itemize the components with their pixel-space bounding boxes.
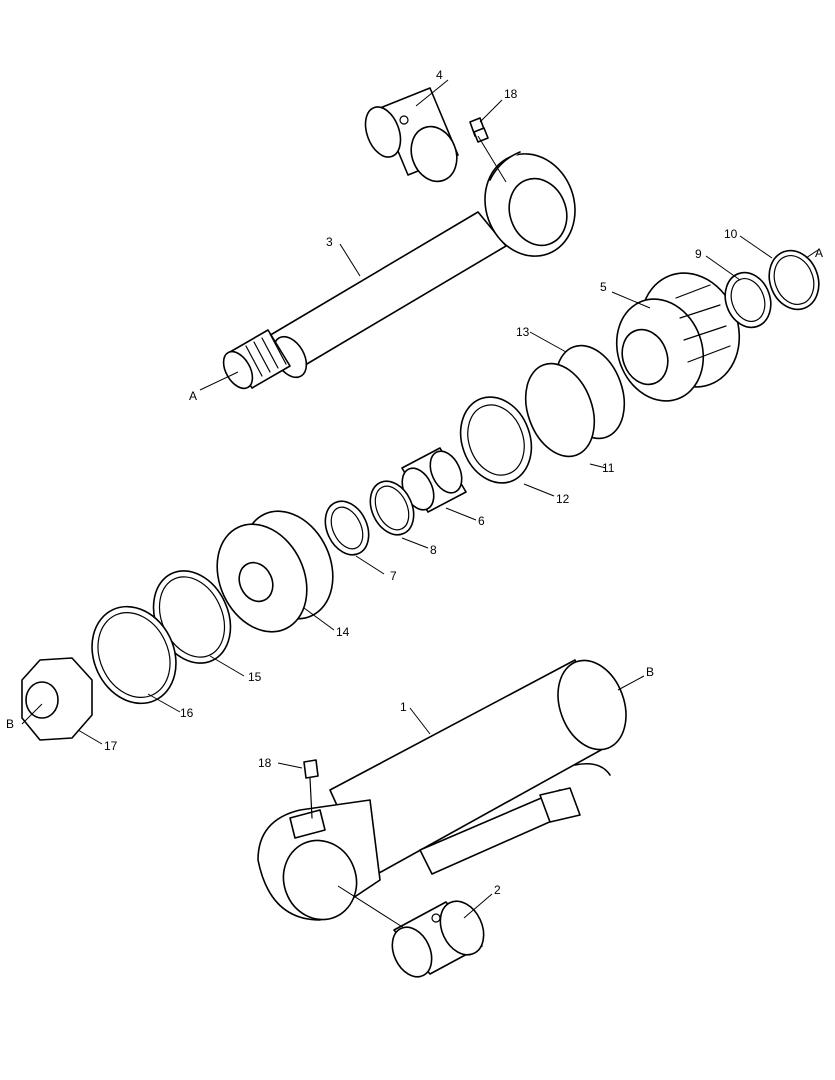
callout-16: 16 (180, 706, 194, 720)
rod-seal (724, 271, 772, 329)
wiper-ring (768, 249, 820, 311)
callout-6: 6 (478, 514, 485, 528)
leader-lines (21, 79, 819, 929)
callout-17: 17 (104, 739, 118, 753)
callout-11: 11 (602, 461, 615, 475)
snap-ring (369, 480, 415, 536)
piston-nut (21, 657, 93, 741)
cylinder-head-gland (615, 272, 741, 402)
callout-13: 13 (516, 325, 530, 339)
callout-2: 2 (494, 883, 501, 897)
piston-rod (222, 151, 576, 390)
callout-18-rod: 18 (504, 87, 518, 101)
rod-eye-bushing (364, 87, 459, 183)
spacer-sleeve (401, 447, 467, 513)
barrel-bushing (391, 900, 485, 978)
callout-3: 3 (326, 235, 333, 249)
piston-ring-small (324, 500, 370, 556)
guide-ring (459, 396, 533, 484)
callout-b-left: B (6, 717, 14, 731)
callout-7: 7 (390, 569, 397, 583)
piston (216, 510, 334, 633)
callout-10: 10 (724, 227, 738, 241)
callout-labels: 4 18 3 10 A 9 5 13 A 11 12 6 8 7 14 15 B… (6, 68, 823, 897)
callout-a-right: A (815, 246, 823, 260)
wear-ring (91, 605, 177, 705)
backup-ring-large (524, 362, 596, 458)
callout-14: 14 (336, 625, 350, 639)
callout-a-left: A (189, 389, 197, 403)
barrel-grease-nipple (303, 759, 319, 819)
callout-8: 8 (430, 543, 437, 557)
callout-12: 12 (556, 492, 570, 506)
cylinder-barrel (257, 659, 627, 921)
callout-b-right: B (646, 665, 654, 679)
callout-1: 1 (400, 700, 407, 714)
rod-grease-nipple (469, 117, 489, 143)
callout-18-barrel: 18 (258, 756, 272, 770)
callout-5: 5 (600, 280, 607, 294)
callout-4: 4 (436, 68, 443, 82)
callout-9: 9 (695, 247, 702, 261)
callout-15: 15 (248, 670, 262, 684)
